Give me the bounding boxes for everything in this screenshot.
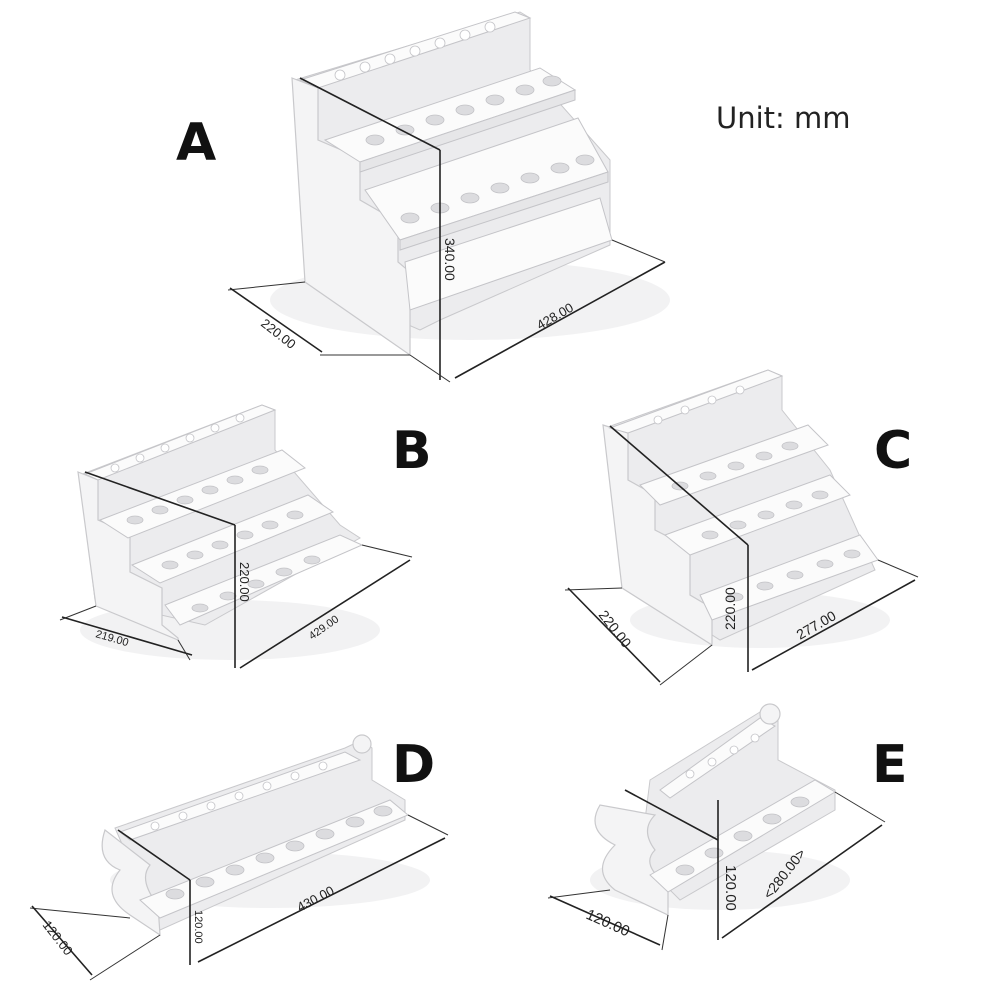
dimension-lines-c xyxy=(564,425,919,686)
c-shelf-3-holes xyxy=(726,549,861,602)
panel-b-height-label: 220.00 xyxy=(237,562,252,602)
panel-e: 120.00 120.00 <280.00> xyxy=(547,703,886,951)
d-shelf-holes xyxy=(165,805,393,900)
panel-d-letter: D xyxy=(392,735,435,795)
shelf-2-holes xyxy=(400,154,595,224)
dimension-lines-e xyxy=(547,789,886,951)
dimension-lines-a xyxy=(227,77,666,383)
b-shelf-3-holes xyxy=(191,555,321,613)
top-notches xyxy=(334,21,496,81)
panel-e-letter: E xyxy=(872,735,908,795)
b-top-notches xyxy=(110,413,245,473)
panel-a: 220.00 340.00 428.00 xyxy=(227,11,670,383)
panel-d-height-label: 120.00 xyxy=(192,910,204,944)
panel-c-depth-label: 220.00 xyxy=(596,607,635,651)
panel-a-letter: A xyxy=(176,113,216,173)
e-top-notches xyxy=(685,733,760,779)
panel-c: 220.00 220.00 277.00 xyxy=(564,369,919,686)
dimension-lines-d xyxy=(29,814,449,981)
panel-e-height-label: 120.00 xyxy=(722,865,739,911)
panel-d: 120.00 120.00 430.00 xyxy=(29,734,449,981)
b-shelf-1-holes xyxy=(126,465,269,525)
c-top-notches xyxy=(653,385,745,425)
b-shelf-2-holes xyxy=(161,510,304,570)
panel-c-height-label: 220.00 xyxy=(722,587,738,630)
panel-b-letter: B xyxy=(392,421,432,481)
c-shelf-2-holes xyxy=(701,490,829,540)
panel-c-letter: C xyxy=(874,421,912,481)
panel-e-depth-label: 120.00 xyxy=(583,906,632,940)
panel-b: 219.00 220.00 429.00 xyxy=(59,404,413,669)
dimension-lines-b xyxy=(59,471,413,669)
shelf-1-holes xyxy=(365,75,562,146)
d-top-notches xyxy=(150,761,328,831)
panel-a-height-label: 340.00 xyxy=(442,238,458,281)
panel-d-depth-label: 120.00 xyxy=(40,918,76,959)
unit-label: Unit: mm xyxy=(716,101,851,135)
c-shelf-1-holes xyxy=(671,441,799,491)
